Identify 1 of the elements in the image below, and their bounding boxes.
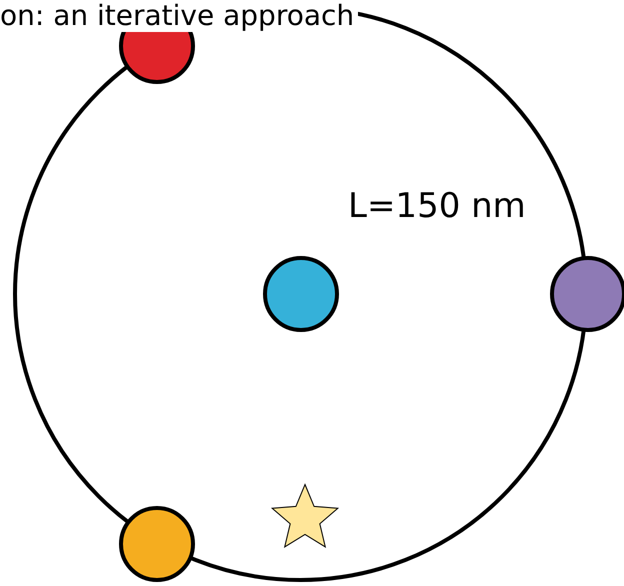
length-label: L=150 nm — [348, 186, 526, 226]
